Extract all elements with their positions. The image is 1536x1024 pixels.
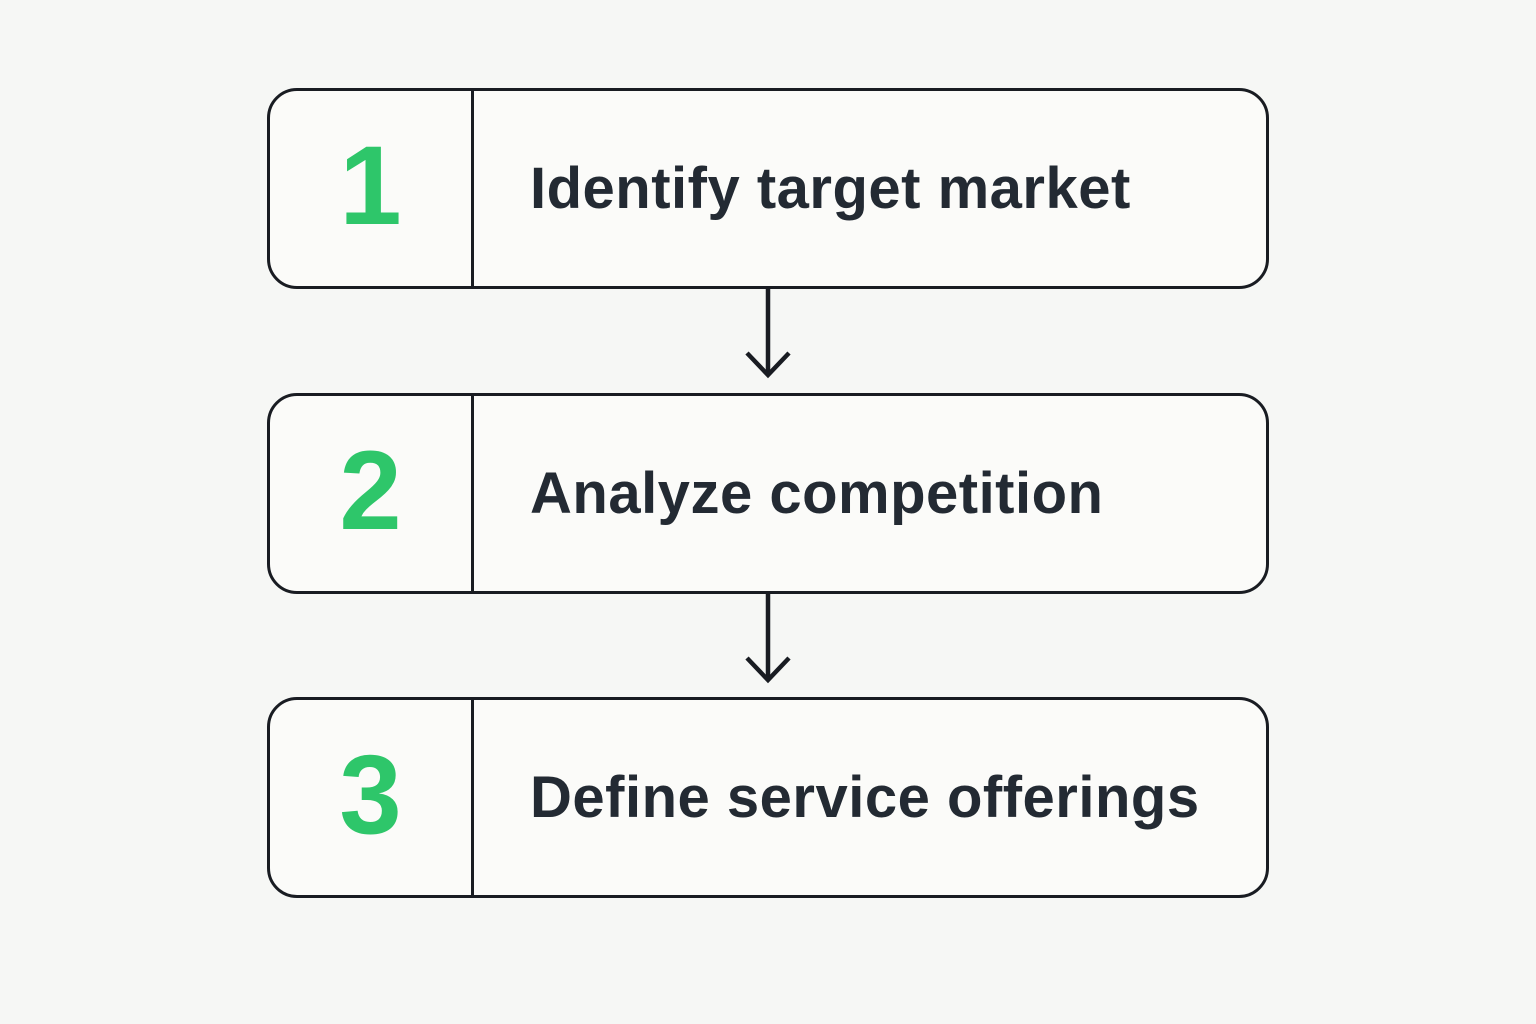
arrow-down-icon xyxy=(740,289,796,381)
step-number-2: 2 xyxy=(270,396,474,591)
step-number-1: 1 xyxy=(270,91,474,286)
step-box-3: 3 Define service offerings xyxy=(267,697,1269,898)
step-label-2: Analyze competition xyxy=(530,461,1104,526)
step-label-1: Identify target market xyxy=(530,156,1131,221)
arrow-down-icon xyxy=(740,594,796,686)
step-number-3: 3 xyxy=(270,700,474,895)
step-box-1: 1 Identify target market xyxy=(267,88,1269,289)
step-box-2: 2 Analyze competition xyxy=(267,393,1269,594)
step-label-3: Define service offerings xyxy=(530,765,1200,830)
